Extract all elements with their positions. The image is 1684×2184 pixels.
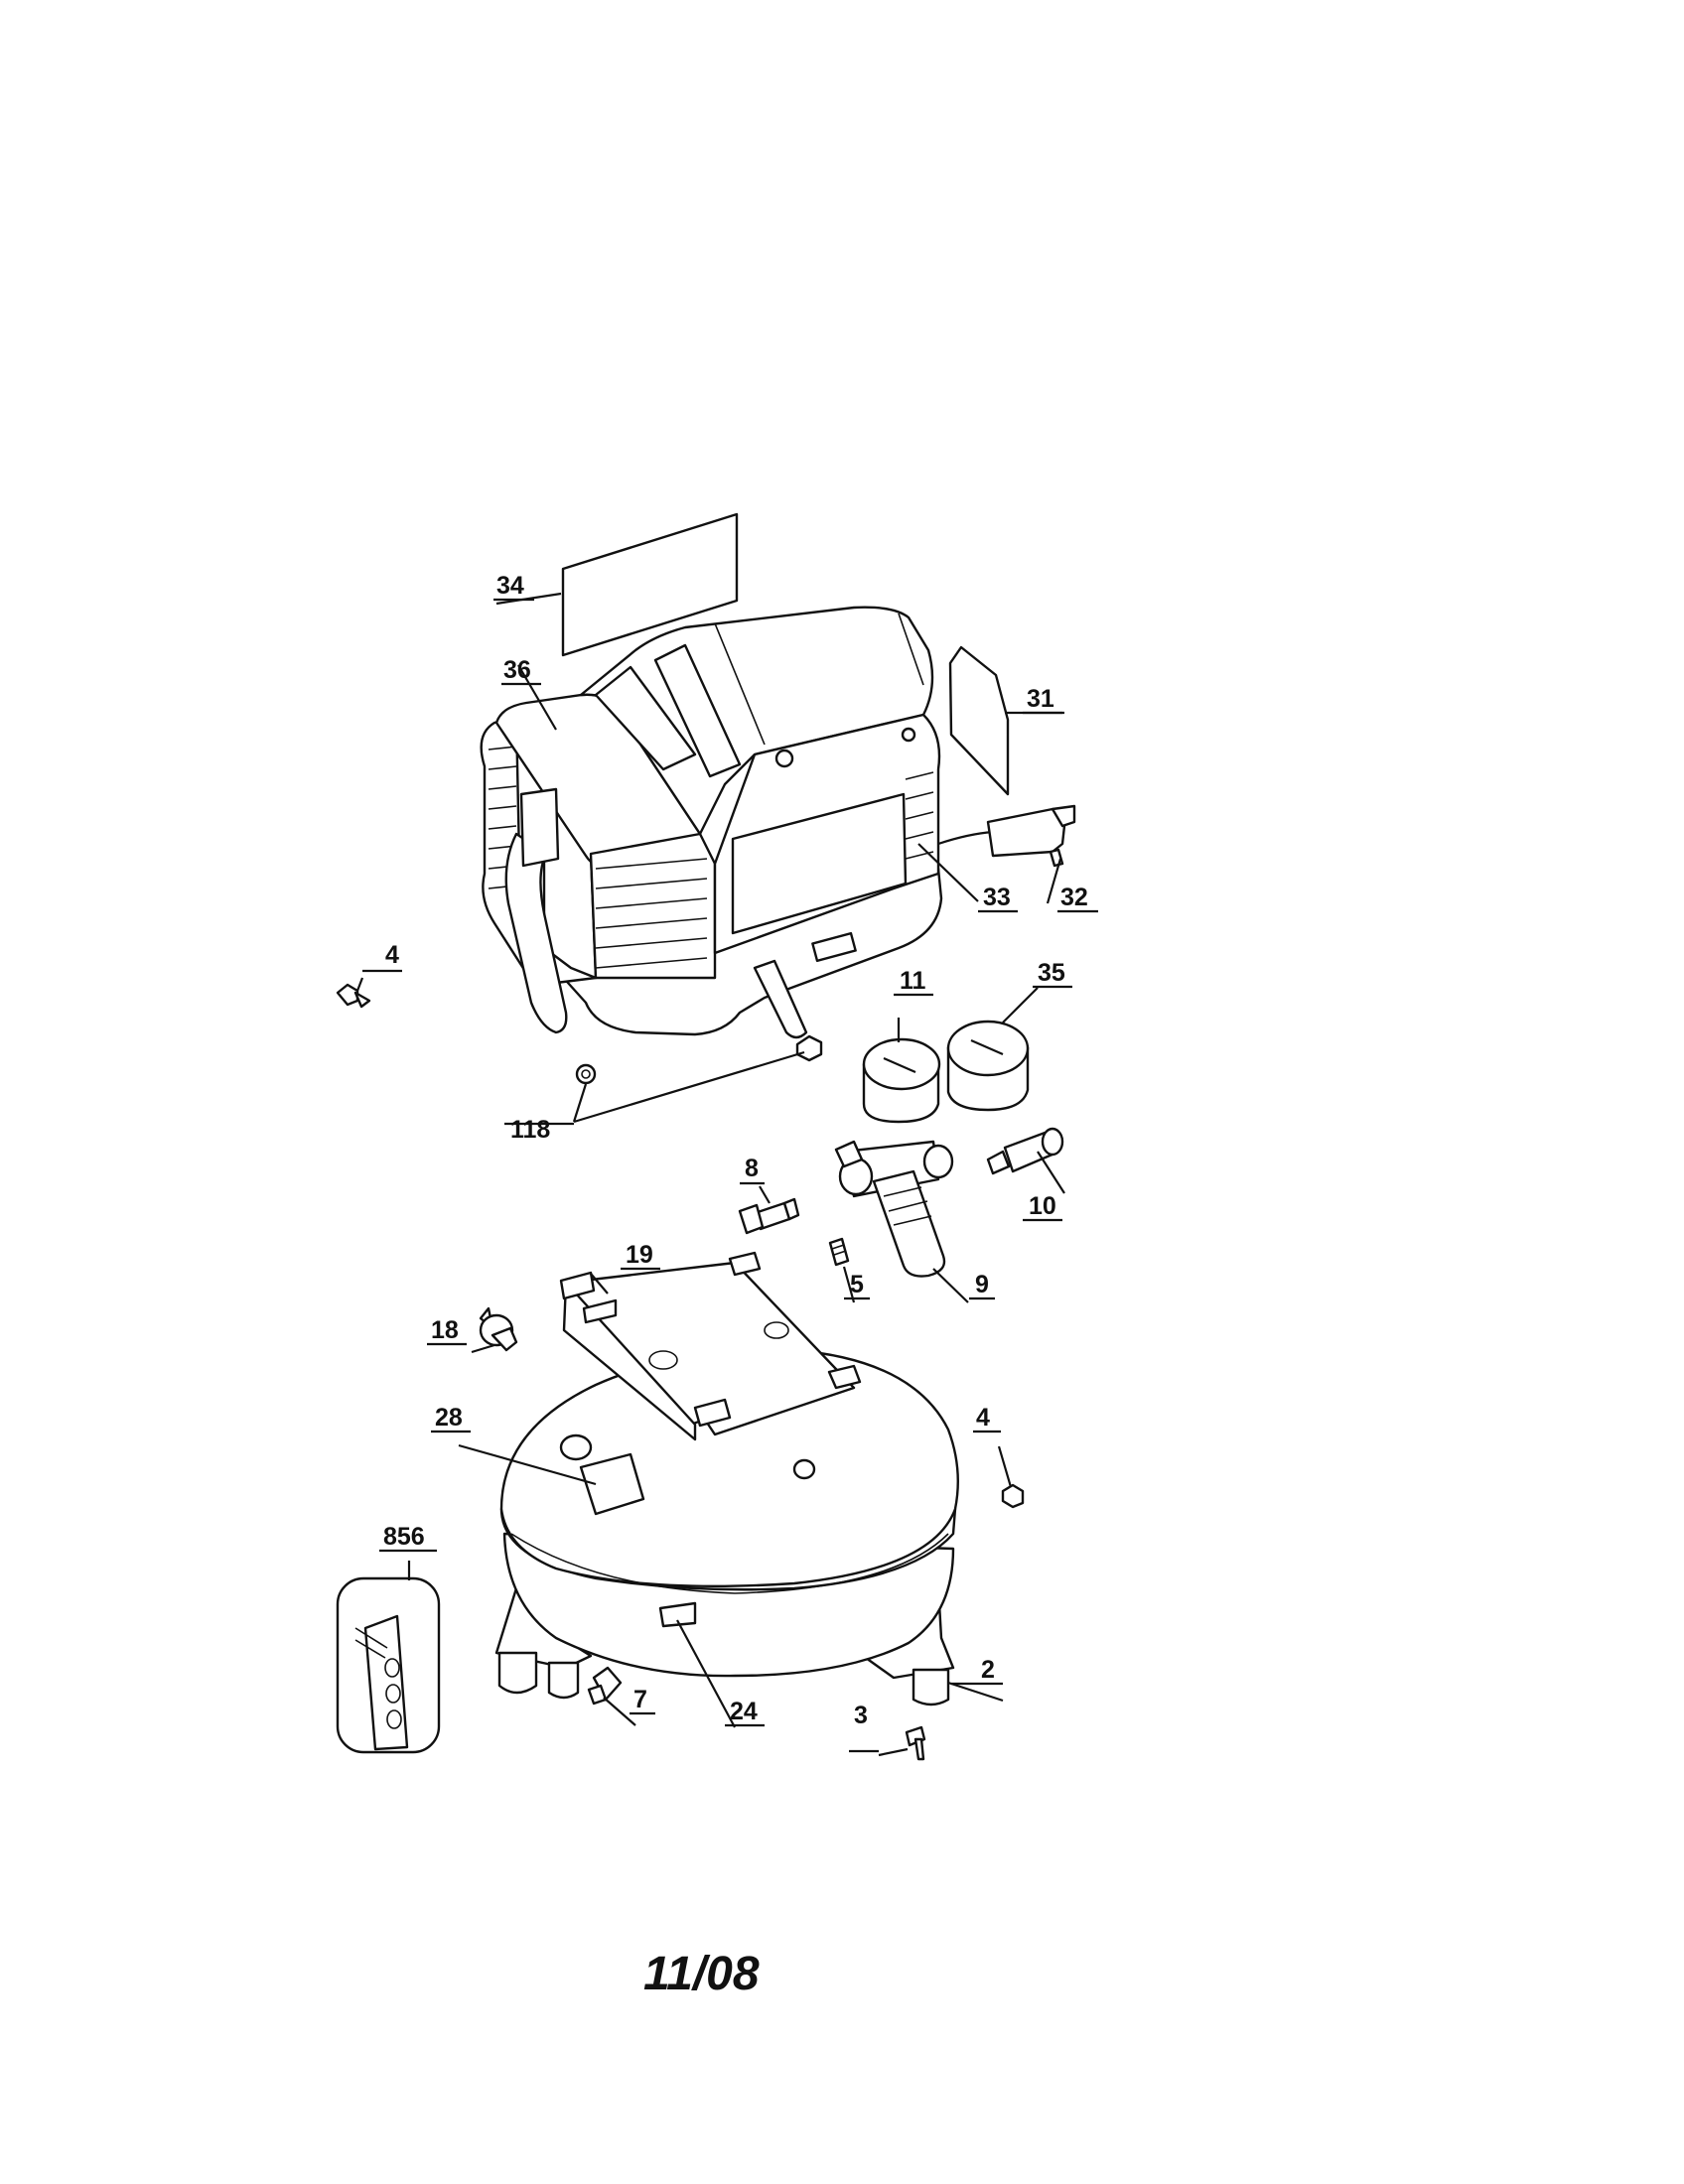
label-33: 33 bbox=[983, 884, 1011, 911]
label-7: 7 bbox=[633, 1686, 647, 1713]
nut-118b bbox=[795, 1034, 823, 1062]
handle-opening-right bbox=[653, 643, 742, 778]
connector-left bbox=[519, 787, 560, 868]
handle-opening-left bbox=[594, 665, 697, 771]
label-856: 856 bbox=[383, 1523, 425, 1551]
switch bbox=[811, 931, 857, 963]
shroud-screw-hole bbox=[774, 749, 794, 768]
plug-5 bbox=[828, 1237, 850, 1267]
gauge-11 bbox=[862, 1037, 941, 1124]
gauge-35 bbox=[946, 1020, 1030, 1112]
label-11: 11 bbox=[900, 967, 926, 995]
kit-856 bbox=[336, 1576, 441, 1754]
nut-118a bbox=[575, 1063, 597, 1085]
leader-lines bbox=[355, 592, 1065, 1757]
shroud-front bbox=[589, 832, 717, 980]
regulator-9 bbox=[834, 1140, 954, 1278]
decal-34 bbox=[561, 512, 739, 657]
screw-4-right bbox=[1001, 1483, 1025, 1509]
screw-4-left bbox=[336, 983, 371, 1009]
callout-labels: 34 36 31 33 32 4 11 35 118 8 10 19 5 9 1… bbox=[362, 572, 1098, 1753]
tank-assembly bbox=[494, 1251, 959, 1761]
tank-port-1 bbox=[559, 1433, 593, 1461]
label-34: 34 bbox=[496, 572, 524, 600]
rubber-foot-left bbox=[497, 1651, 538, 1695]
tank-port-2 bbox=[792, 1458, 816, 1480]
label-18: 18 bbox=[431, 1316, 459, 1344]
diagram-date: 11/08 bbox=[643, 1948, 760, 2000]
valve-18 bbox=[479, 1306, 518, 1352]
power-cord bbox=[937, 830, 994, 846]
shroud-screw-hole-2 bbox=[901, 727, 916, 743]
decal-31 bbox=[948, 645, 1010, 796]
rubber-foot-right bbox=[912, 1668, 950, 1706]
fitting-8 bbox=[738, 1197, 800, 1235]
label-3: 3 bbox=[854, 1702, 868, 1729]
front-vents bbox=[595, 858, 708, 969]
decal-28 bbox=[579, 1452, 645, 1516]
tank-label-24 bbox=[658, 1601, 697, 1628]
label-4-right: 4 bbox=[976, 1404, 990, 1432]
label-32: 32 bbox=[1060, 884, 1088, 911]
hose-bottom bbox=[753, 959, 808, 1039]
label-118: 118 bbox=[510, 1116, 550, 1144]
label-35: 35 bbox=[1038, 959, 1065, 987]
label-2: 2 bbox=[981, 1656, 995, 1684]
plug-prongs bbox=[1051, 804, 1076, 828]
label-31: 31 bbox=[1027, 685, 1054, 713]
label-5: 5 bbox=[850, 1271, 864, 1298]
coupler-10 bbox=[986, 1127, 1064, 1175]
label-28: 28 bbox=[435, 1404, 463, 1432]
label-19: 19 bbox=[626, 1241, 653, 1269]
hose-left bbox=[504, 832, 568, 1034]
label-8: 8 bbox=[745, 1155, 759, 1182]
label-9: 9 bbox=[975, 1271, 989, 1298]
power-plug bbox=[986, 807, 1066, 858]
shroud-assembly bbox=[480, 512, 1076, 1039]
tank-top bbox=[499, 1348, 959, 1588]
label-24: 24 bbox=[730, 1698, 758, 1725]
panel-33 bbox=[731, 792, 908, 935]
label-10: 10 bbox=[1029, 1192, 1056, 1220]
label-36: 36 bbox=[503, 656, 531, 684]
label-4-left: 4 bbox=[385, 941, 399, 969]
rubber-foot-mid bbox=[547, 1661, 580, 1700]
